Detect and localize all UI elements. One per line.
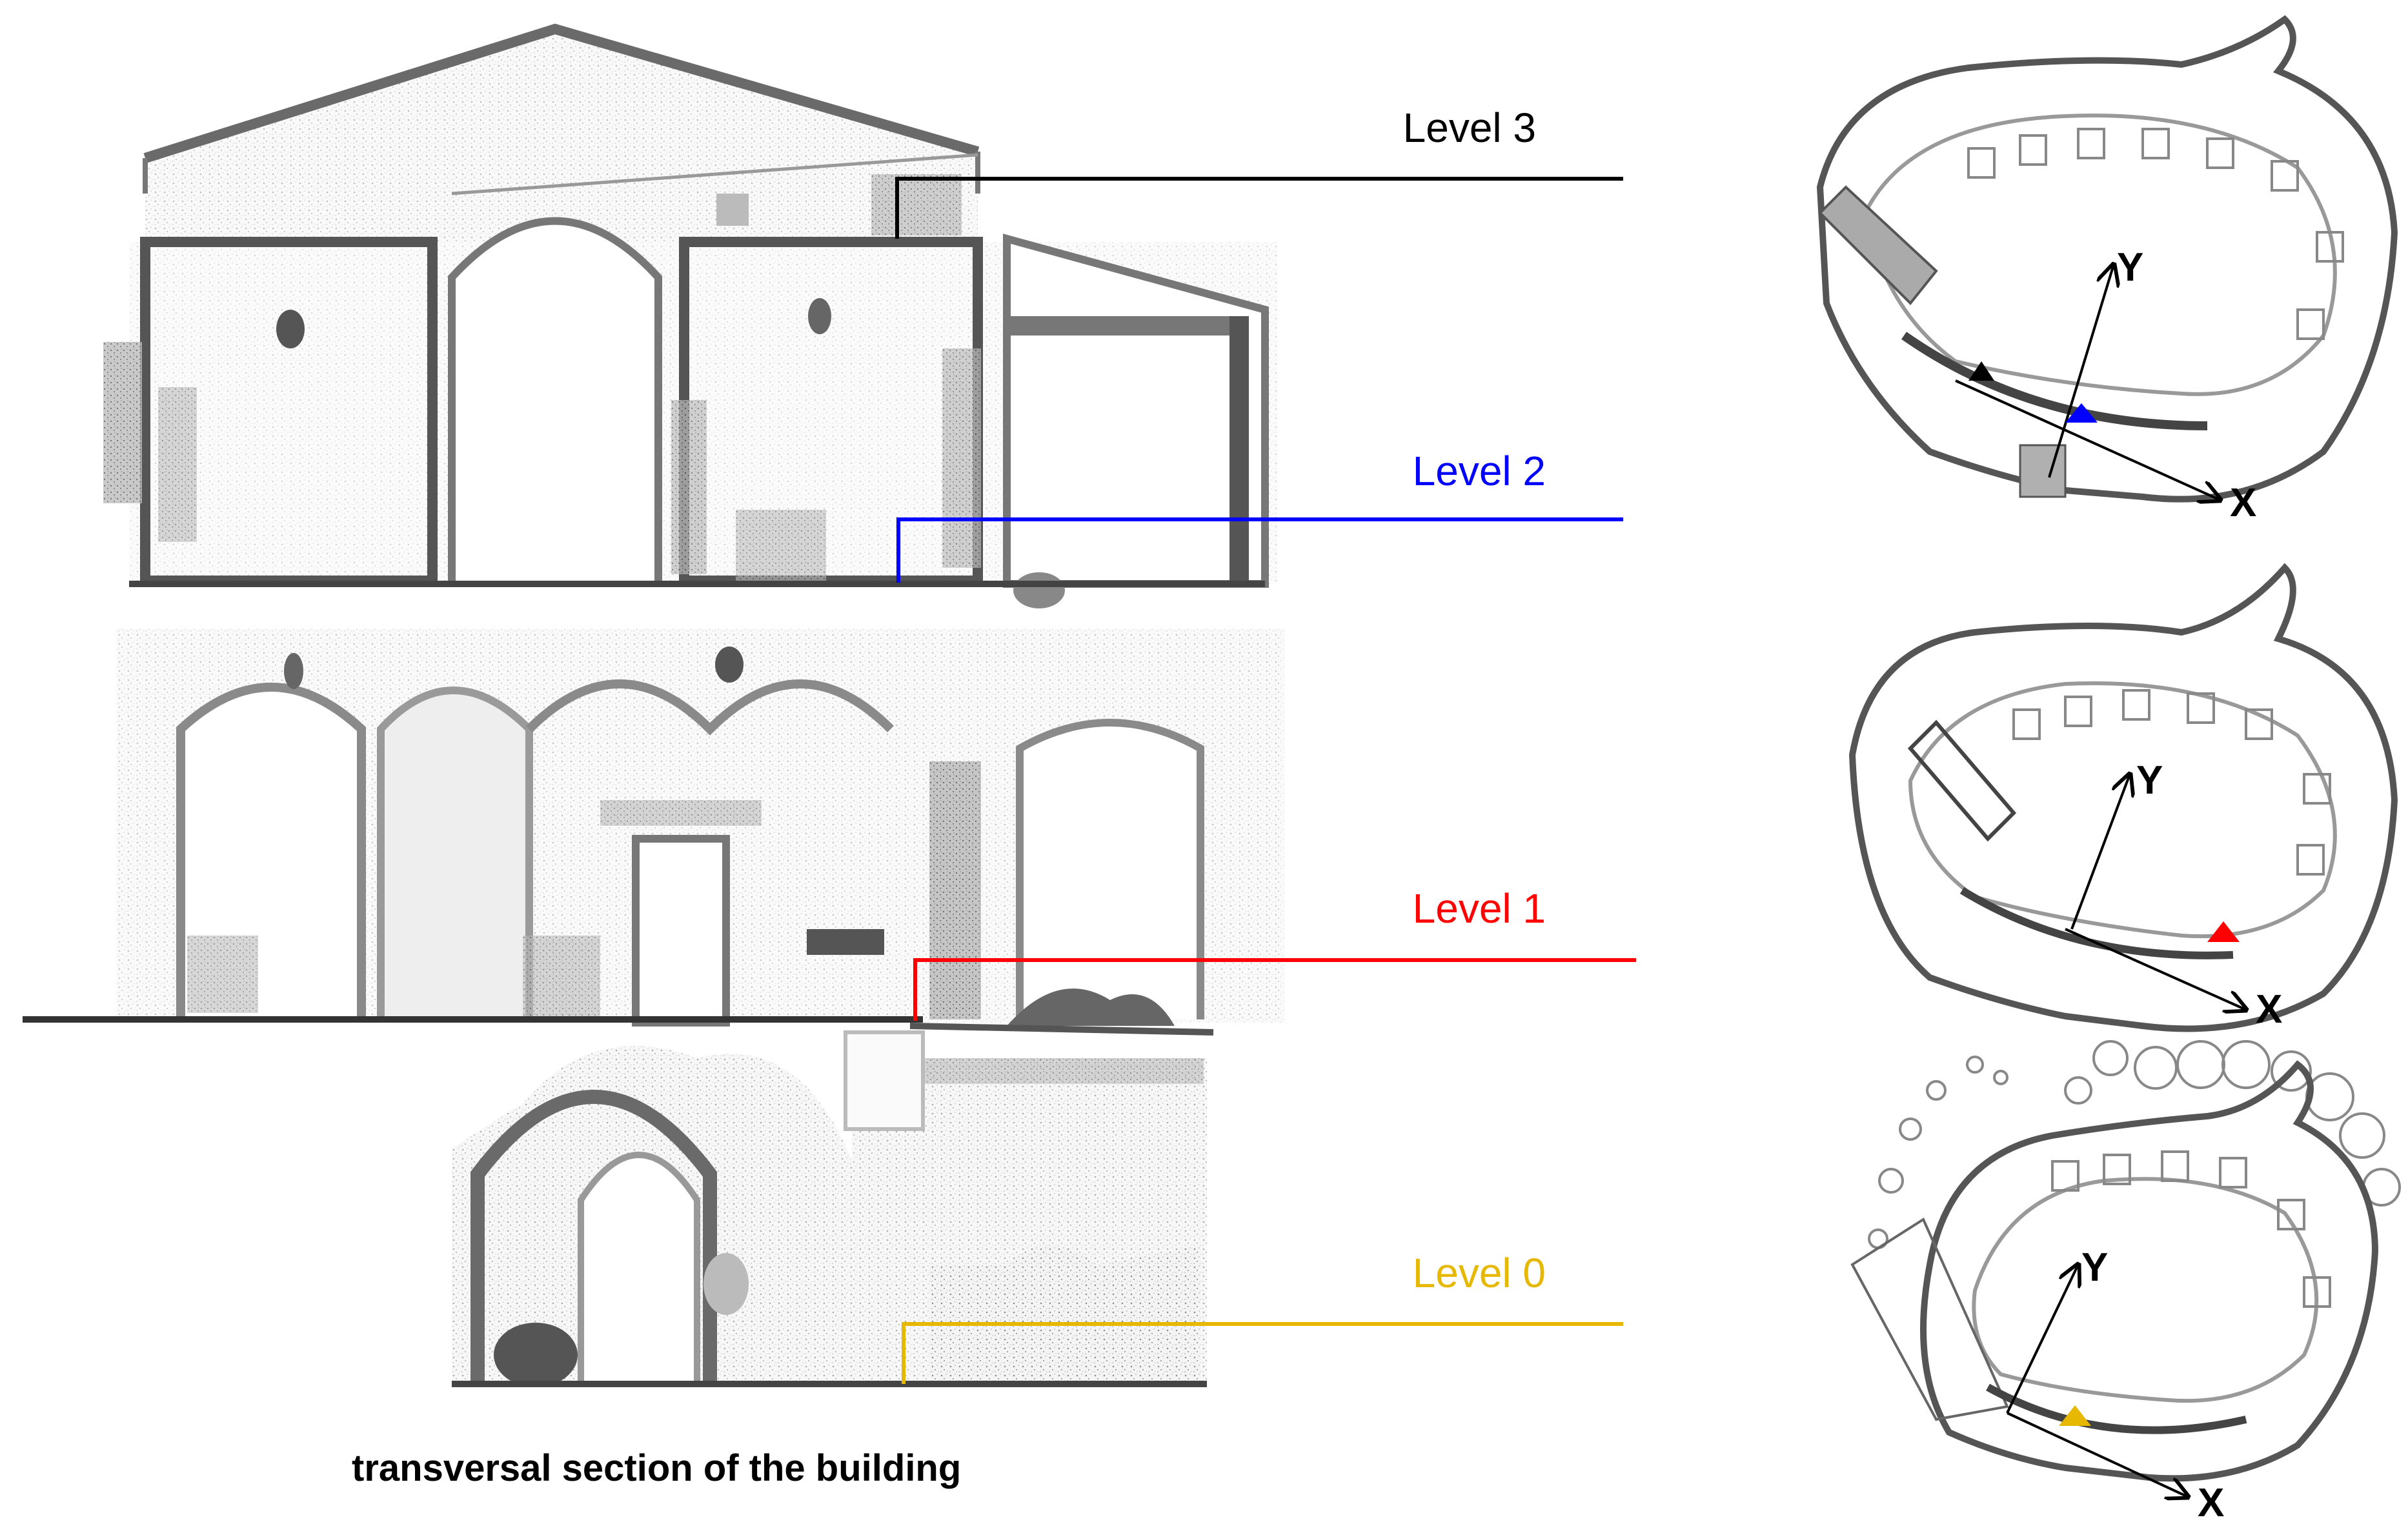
level-0-label: Level 0 xyxy=(1413,1250,1546,1296)
plan-outline xyxy=(1848,563,2398,1032)
y-axis xyxy=(2048,265,2114,478)
level-2-marker: Level 2 xyxy=(896,448,1623,583)
position-marker-level-2 xyxy=(2065,403,2098,423)
x-axis-label: X xyxy=(2198,1481,2224,1525)
position-marker-level-1 xyxy=(2207,921,2240,942)
trees xyxy=(1868,1040,2401,1249)
y-axis xyxy=(2006,1265,2078,1414)
level-0-marker: Level 0 xyxy=(902,1250,1623,1384)
x-axis-label: X xyxy=(2230,481,2256,525)
position-marker-level-0 xyxy=(2059,1405,2091,1426)
floor-level-2 xyxy=(103,217,1278,608)
building-section xyxy=(23,23,1284,1387)
floor-level-0 xyxy=(452,1030,1207,1387)
x-axis xyxy=(1955,379,2220,500)
floor-plan-middle: Y X xyxy=(1848,563,2398,1032)
level-3-marker: Level 3 xyxy=(895,105,1623,239)
x-axis xyxy=(2007,1412,2188,1497)
plan-outline xyxy=(1920,1060,2379,1482)
level-2-label: Level 2 xyxy=(1413,448,1546,494)
y-axis-label: Y xyxy=(2117,245,2143,290)
plan-outline xyxy=(1816,15,2398,503)
roof xyxy=(143,23,980,242)
floor-plan-upper: Y X xyxy=(1816,15,2398,525)
y-axis-label: Y xyxy=(2136,758,2163,803)
floor-level-1 xyxy=(23,629,1284,1036)
level-1-label: Level 1 xyxy=(1413,885,1546,932)
y-axis-label: Y xyxy=(2081,1245,2108,1290)
level-3-label: Level 3 xyxy=(1403,105,1536,151)
floor-plan-lower: Y X xyxy=(1850,1040,2401,1525)
section-caption: transversal section of the building xyxy=(352,1447,961,1489)
level-1-marker: Level 1 xyxy=(913,885,1636,1021)
x-axis-label: X xyxy=(2256,987,2282,1032)
y-axis xyxy=(2070,774,2130,930)
position-marker-level-3 xyxy=(1968,361,1994,381)
level-markers: Level 3 Level 2 Level 1 Level 0 xyxy=(895,105,1636,1384)
x-axis xyxy=(2065,928,2246,1010)
